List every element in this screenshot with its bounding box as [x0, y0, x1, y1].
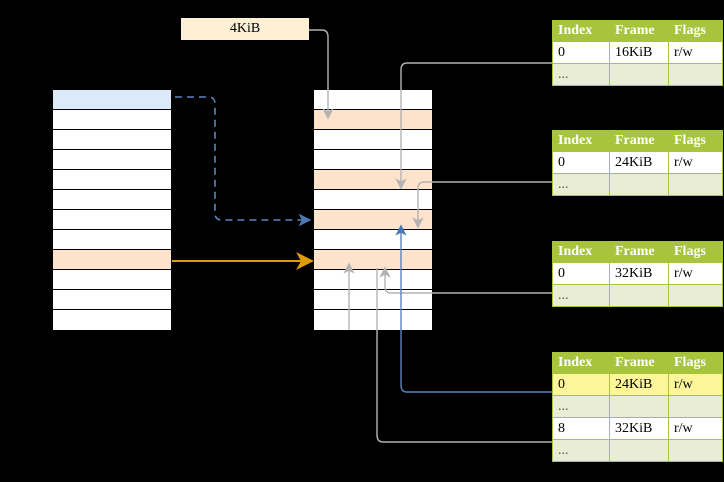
- table-cell: [609, 284, 669, 307]
- memory-row[interactable]: [314, 270, 432, 290]
- table-cell: 8: [552, 417, 610, 440]
- table-cell: [668, 173, 723, 196]
- memory-row[interactable]: [53, 210, 171, 230]
- column-header-frame: Frame: [609, 352, 669, 374]
- table-cell: ...: [552, 63, 610, 86]
- memory-row[interactable]: [53, 230, 171, 250]
- middle-memory-column: [313, 89, 433, 330]
- table-cell: 0: [552, 151, 610, 174]
- memory-row[interactable]: [53, 290, 171, 310]
- table-cell: r/w: [668, 262, 723, 285]
- table-cell: r/w: [668, 41, 723, 64]
- column-header-index: Index: [552, 352, 610, 374]
- column-header-index: Index: [552, 20, 610, 42]
- table-cell: 24KiB: [609, 373, 669, 396]
- column-header-frame: Frame: [609, 130, 669, 152]
- table-cell: [668, 395, 723, 418]
- table-cell: [609, 439, 669, 462]
- memory-row[interactable]: [314, 170, 432, 190]
- memory-row[interactable]: [314, 210, 432, 230]
- memory-row[interactable]: [53, 90, 171, 110]
- table-row[interactable]: ...: [552, 395, 723, 418]
- table-cell: r/w: [668, 373, 723, 396]
- table-cell: [668, 439, 723, 462]
- memory-row[interactable]: [314, 130, 432, 150]
- table-cell: 0: [552, 41, 610, 64]
- table-cell: r/w: [668, 417, 723, 440]
- column-header-flags: Flags: [668, 130, 723, 152]
- memory-row[interactable]: [314, 150, 432, 170]
- memory-row[interactable]: [53, 310, 171, 330]
- memory-row[interactable]: [53, 170, 171, 190]
- table-cell: [609, 395, 669, 418]
- column-header-frame: Frame: [609, 241, 669, 263]
- column-header-flags: Flags: [668, 241, 723, 263]
- table-cell: [668, 63, 723, 86]
- table-cell: 0: [552, 262, 610, 285]
- table-cell: ...: [552, 173, 610, 196]
- wire-table2-to-middle: [412, 181, 552, 229]
- table-cell: ...: [552, 284, 610, 307]
- memory-row[interactable]: [314, 290, 432, 310]
- table-cell: [668, 284, 723, 307]
- memory-row[interactable]: [53, 150, 171, 170]
- table-cell: 32KiB: [609, 262, 669, 285]
- page-size-label: 4KiB: [181, 18, 309, 40]
- memory-row[interactable]: [53, 110, 171, 130]
- column-header-index: Index: [552, 130, 610, 152]
- table-cell: 24KiB: [609, 151, 669, 174]
- memory-row[interactable]: [314, 110, 432, 130]
- memory-row[interactable]: [314, 190, 432, 210]
- left-memory-column: [52, 89, 172, 330]
- table-cell: 32KiB: [609, 417, 669, 440]
- memory-row[interactable]: [314, 90, 432, 110]
- column-header-frame: Frame: [609, 20, 669, 42]
- table-row[interactable]: ...: [552, 63, 723, 86]
- table-cell: 0: [552, 373, 610, 396]
- column-header-index: Index: [552, 241, 610, 263]
- table-cell: [609, 173, 669, 196]
- table-row[interactable]: ...: [552, 284, 723, 307]
- memory-row[interactable]: [53, 250, 171, 270]
- column-header-flags: Flags: [668, 352, 723, 374]
- table-cell: ...: [552, 395, 610, 418]
- wire-blue-dashed-left-to-middle: [175, 96, 312, 227]
- memory-row[interactable]: [314, 250, 432, 270]
- memory-row[interactable]: [53, 270, 171, 290]
- memory-row[interactable]: [53, 190, 171, 210]
- wire-pagesize-stem: [309, 29, 329, 60]
- memory-row[interactable]: [53, 130, 171, 150]
- table-cell: ...: [552, 439, 610, 462]
- table-row[interactable]: ...: [552, 439, 723, 462]
- table-row[interactable]: ...: [552, 173, 723, 196]
- column-header-flags: Flags: [668, 20, 723, 42]
- table-cell: r/w: [668, 151, 723, 174]
- memory-row[interactable]: [314, 230, 432, 250]
- memory-row[interactable]: [314, 310, 432, 330]
- table-cell: 16KiB: [609, 41, 669, 64]
- table-cell: [609, 63, 669, 86]
